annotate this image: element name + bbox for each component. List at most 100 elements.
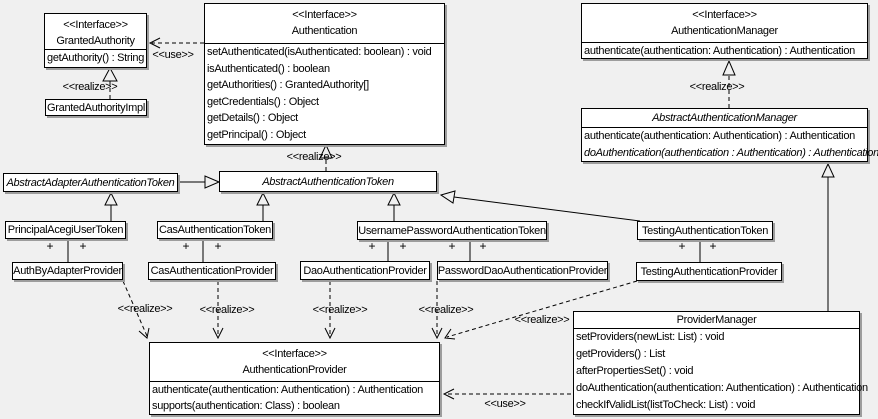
- use-label: <<use>>: [484, 398, 526, 410]
- method-list: getAuthority() : String: [45, 50, 146, 67]
- realize-abstract-manager-to-authentication-manager: [722, 59, 736, 108]
- method: authenticate(authentication: Authenticat…: [584, 130, 855, 142]
- class-username-password-authentication-token: UsernamePasswordAuthenticationToken: [357, 221, 547, 240]
- class-header: ProviderManager: [574, 312, 859, 329]
- class-cas-authentication-token: CasAuthenticationToken: [157, 221, 273, 239]
- generalization-adapter-to-abstract-token: [178, 175, 221, 189]
- class-name: AbstractAdapterAuthenticationToken: [6, 176, 175, 189]
- use-authentication-to-grantedauthority: [148, 37, 204, 49]
- class-principal-acegi-user-token: PrincipalAcegiUserToken: [5, 221, 126, 239]
- class-granted-authority: <<Interface>> GrantedAuthority getAuthor…: [44, 13, 147, 68]
- class-testing-authentication-provider: TestingAuthenticationProvider: [636, 262, 782, 281]
- class-cas-authentication-provider: CasAuthenticationProvider: [148, 262, 276, 280]
- generalization-principal-to-adapter: [104, 191, 118, 221]
- class-name: CasAuthenticationProvider: [150, 265, 274, 277]
- class-authentication: <<Interface>> Authentication setAuthenti…: [204, 3, 445, 145]
- generalization-providermanager-to-abstract-manager: [821, 162, 835, 311]
- method-list: setProviders(newList: List) : void getPr…: [574, 329, 868, 414]
- class-provider-manager: ProviderManager setProviders(newList: Li…: [573, 311, 868, 415]
- method: supports(authentication: Class) : boolea…: [152, 400, 340, 412]
- class-name: PasswordDaoAuthenticationProvider: [437, 264, 608, 277]
- class-name: UsernamePasswordAuthenticationToken: [358, 224, 546, 237]
- association-end-label: +: [448, 239, 456, 253]
- class-abstract-authentication-manager: AbstractAuthenticationManager authentica…: [581, 108, 878, 162]
- method: authenticate(authentication: Authenticat…: [584, 45, 855, 57]
- realize-testing-provider: [444, 280, 638, 340]
- method: getProviders() : List: [576, 348, 666, 360]
- class-header: AbstractAuthenticationManager: [582, 109, 867, 128]
- generalization-usernamepassword-to-abstract-token: [387, 191, 401, 221]
- realize-label: <<realize>>: [117, 303, 173, 315]
- class-header: <<Interface>> AuthenticationManager: [582, 4, 867, 43]
- stereotype: <<Interface>>: [692, 9, 757, 21]
- class-name: AuthenticationManager: [671, 25, 778, 37]
- class-name: ProviderManager: [676, 314, 757, 326]
- class-header: <<Interface>> AuthenticationProvider: [150, 343, 439, 382]
- realize-authbyadapter-provider: [122, 280, 150, 339]
- realize-abstract-token-to-authentication: [319, 143, 333, 171]
- class-name: AuthenticationProvider: [242, 364, 347, 376]
- realize-label: <<realize>>: [62, 81, 118, 93]
- association-end-label: +: [709, 239, 717, 253]
- method: getAuthorities() : GrantedAuthority[]: [207, 79, 369, 91]
- method: getPrincipal() : Object: [207, 128, 306, 141]
- class-name: Authentication: [291, 25, 358, 37]
- class-name: DaoAuthenticationProvider: [303, 264, 427, 277]
- class-name: CasAuthenticationToken: [158, 224, 272, 236]
- association-end-label: +: [182, 239, 190, 253]
- realize-dao-provider: [324, 281, 336, 340]
- method: authenticate(authentication: Authenticat…: [152, 384, 423, 396]
- class-header: <<Interface>> GrantedAuthority: [45, 14, 146, 50]
- association-end-label: +: [479, 239, 487, 253]
- realize-label: <<realize>>: [199, 304, 255, 316]
- class-name: AbstractAuthenticationManager: [652, 112, 797, 124]
- method: afterPropertiesSet() : void: [576, 365, 694, 377]
- class-authentication-manager: <<Interface>> AuthenticationManager auth…: [581, 3, 868, 59]
- method: checkIfValidList(listToCheck: List) : vo…: [576, 399, 756, 411]
- class-dao-authentication-provider: DaoAuthenticationProvider: [300, 261, 430, 280]
- use-label: <<use>>: [152, 49, 194, 61]
- method: setProviders(newList: List) : void: [576, 331, 725, 343]
- method: setAuthenticated(isAuthenticated: boolea…: [207, 46, 432, 58]
- class-auth-by-adapter-provider: AuthByAdapterProvider: [12, 262, 123, 280]
- class-header: <<Interface>> Authentication: [205, 4, 444, 44]
- stereotype: <<Interface>>: [292, 9, 357, 21]
- association-end-label: +: [79, 239, 87, 253]
- realize-label: <<realize>>: [418, 304, 474, 316]
- class-name: GrantedAuthorityImpl: [47, 101, 145, 114]
- realize-grantedauthorityimpl: [102, 66, 118, 99]
- association-end-label: +: [399, 239, 407, 253]
- stereotype: <<Interface>>: [262, 348, 327, 360]
- method: getAuthority() : String: [47, 52, 145, 64]
- class-abstract-adapter-authentication-token: AbstractAdapterAuthenticationToken: [3, 173, 178, 192]
- method: doAuthentication(authentication: Authent…: [576, 382, 868, 394]
- realize-label: <<realize>>: [312, 304, 368, 316]
- use-providermanager-to-authenticationprovider: [442, 388, 571, 400]
- association-end-label: +: [678, 239, 686, 253]
- class-name: PrincipalAcegiUserToken: [7, 224, 124, 236]
- class-name: TestingAuthenticationToken: [641, 224, 769, 237]
- method: getDetails() : Object: [207, 112, 298, 124]
- realize-label: <<realize>>: [286, 151, 342, 163]
- generalization-testing-to-abstract-token: [439, 190, 641, 222]
- association-end-label: +: [46, 239, 54, 253]
- class-name: GrantedAuthority: [56, 35, 135, 47]
- method-list: authenticate(authentication: Authenticat…: [150, 382, 439, 414]
- realize-passworddao-provider: [431, 281, 443, 340]
- method-list: authenticate(authentication: Authenticat…: [582, 128, 878, 161]
- association-end-label: +: [214, 239, 222, 253]
- realize-label: <<realize>>: [689, 81, 745, 93]
- realize-cas-provider: [212, 281, 224, 340]
- class-name: TestingAuthenticationProvider: [640, 265, 778, 278]
- class-granted-authority-impl: GrantedAuthorityImpl: [45, 99, 147, 116]
- generalization-cas-to-abstract-token: [256, 191, 270, 221]
- association-end-label: +: [368, 239, 376, 253]
- stereotype: <<Interface>>: [63, 19, 128, 31]
- method: isAuthenticated() : boolean: [207, 62, 330, 75]
- class-name: AuthByAdapterProvider: [13, 265, 122, 277]
- class-testing-authentication-token: TestingAuthenticationToken: [637, 221, 773, 240]
- class-abstract-authentication-token: AbstractAuthenticationToken: [219, 171, 437, 192]
- method: getCredentials() : Object: [207, 95, 319, 108]
